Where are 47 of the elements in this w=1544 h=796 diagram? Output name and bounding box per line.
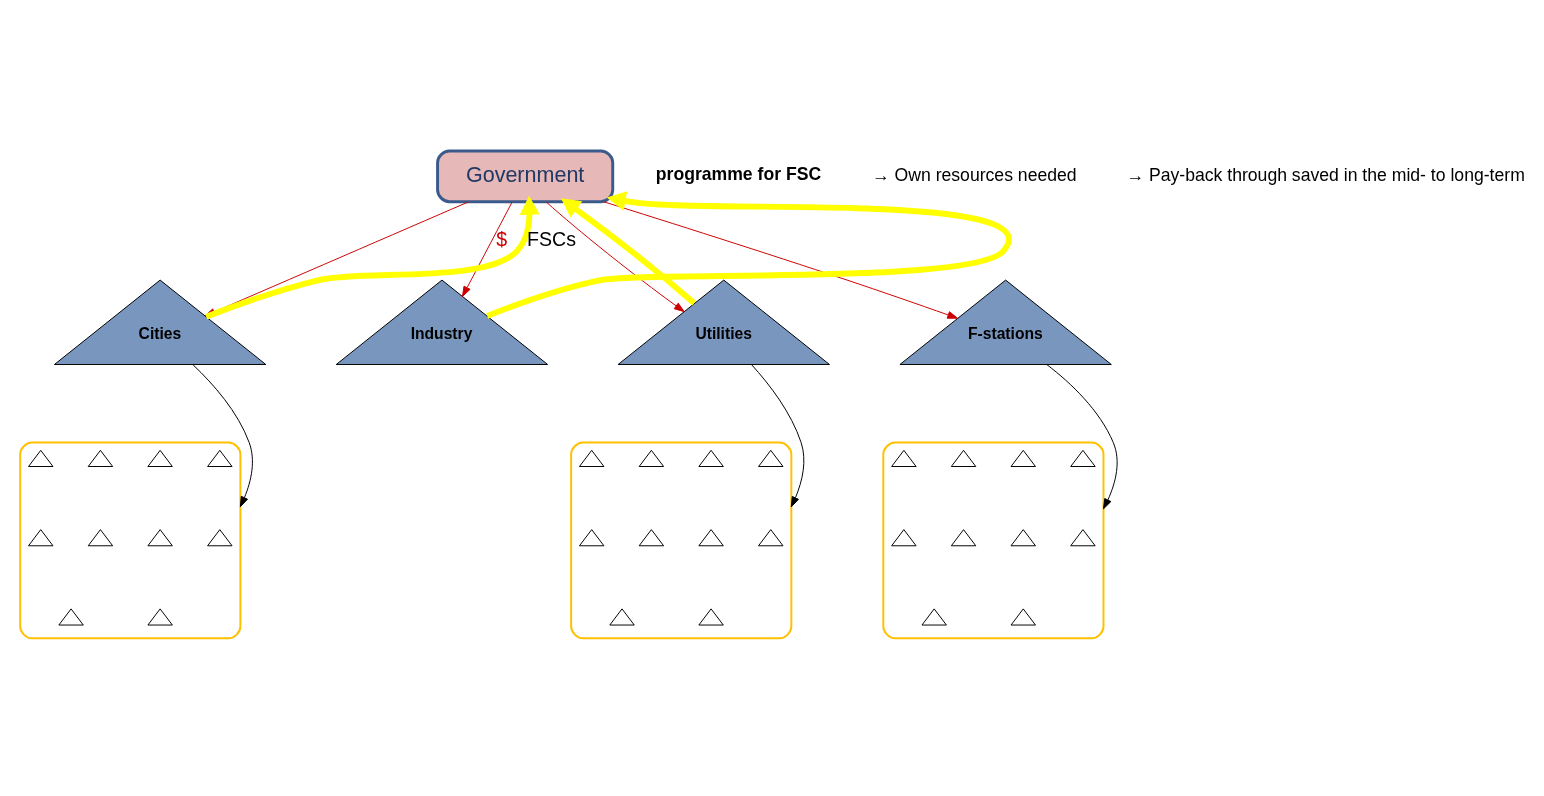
- cluster: [570, 441, 793, 639]
- node-triangle: [758, 528, 784, 546]
- node-triangle: [207, 449, 233, 467]
- node-triangle: [921, 607, 947, 626]
- node-triangle: [28, 528, 54, 546]
- arrow: [192, 363, 253, 507]
- node-box: Government: [436, 148, 615, 203]
- arrow: [751, 363, 805, 507]
- node-triangle: [758, 449, 784, 467]
- node-triangle: [1010, 607, 1036, 626]
- node-triangle: [58, 607, 84, 626]
- cluster: [19, 441, 242, 639]
- node-triangle: [207, 528, 233, 546]
- node-triangle: [28, 449, 54, 467]
- arrow: [462, 201, 513, 297]
- node-triangle: [87, 528, 114, 546]
- arrow: [486, 190, 1012, 319]
- node-triangle: [609, 607, 635, 626]
- node-triangle: [698, 607, 724, 626]
- node-triangle: [950, 449, 977, 467]
- arrow: [1046, 363, 1118, 509]
- node-triangle: [698, 449, 724, 467]
- label: → Pay-back through saved in the mid- to long-term: [1126, 164, 1525, 185]
- node-triangle: [698, 528, 724, 546]
- node-triangle: [147, 528, 173, 546]
- node-triangle: [1070, 528, 1096, 546]
- node-triangle: [1010, 449, 1036, 467]
- arrow: [603, 200, 958, 319]
- node-triangle: [578, 449, 605, 467]
- edge-label: FSCs: [527, 227, 577, 250]
- edge-label: $: [496, 227, 508, 250]
- node-triangle: [950, 528, 977, 546]
- label: programme for FSC: [655, 163, 822, 184]
- cluster: [882, 441, 1105, 639]
- node-triangle: [638, 449, 665, 467]
- node-triangle: [638, 528, 665, 546]
- node-triangle: [891, 449, 917, 467]
- label: → Own resources needed: [872, 164, 1077, 185]
- node-triangle: [1010, 528, 1036, 546]
- node-triangle: [147, 449, 173, 467]
- arrow: [545, 201, 685, 312]
- node-triangle: [578, 528, 605, 546]
- arrow: [560, 197, 697, 305]
- node-triangle: [87, 449, 114, 467]
- node-triangle: [1070, 449, 1096, 467]
- node-triangle: [147, 607, 173, 626]
- node-triangle: [891, 528, 917, 546]
